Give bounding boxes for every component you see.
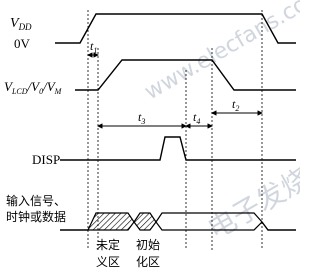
- init-region-label-2: 化区: [136, 255, 160, 269]
- init-region: [133, 212, 157, 231]
- input-tail-line: [261, 221, 296, 231]
- vdd-level-label: 0V: [14, 36, 31, 51]
- disp-signal: DISP: [32, 136, 296, 167]
- input-label-line1: 输入信号、: [6, 193, 66, 208]
- vdd-label: VDD: [10, 16, 32, 32]
- undefined-region-label-1: 未定: [96, 237, 120, 252]
- watermark-cn: 电子发烧友: [202, 147, 300, 246]
- input-signal: 输入信号、 时钟或数据: [6, 193, 296, 231]
- vlcd-waveform: [75, 59, 296, 91]
- t4-label: t4: [193, 110, 200, 126]
- disp-waveform: [60, 136, 296, 161]
- t2-label: t2: [232, 97, 239, 113]
- input-label-line2: 时钟或数据: [6, 209, 66, 224]
- vlcd-label: VLCD/V0/VM: [4, 79, 63, 96]
- undefined-region: [87, 212, 135, 231]
- init-region-label-1: 初始: [136, 238, 160, 252]
- disp-label: DISP: [32, 152, 60, 167]
- watermark: www.elecfans.com 电子发烧友: [141, 0, 301, 246]
- t1-label: t1: [90, 39, 97, 55]
- t3-label: t3: [138, 110, 145, 126]
- vdd-waveform: [55, 13, 296, 44]
- timing-markers: [87, 52, 263, 129]
- vdd-signal: VDD 0V: [10, 13, 296, 51]
- undefined-region-label-2: 义区: [96, 255, 120, 269]
- vlcd-signal: VLCD/V0/VM: [4, 59, 296, 96]
- timing-diagram: www.elecfans.com 电子发烧友 VDD 0V VLCD/V0/VM…: [4, 0, 301, 269]
